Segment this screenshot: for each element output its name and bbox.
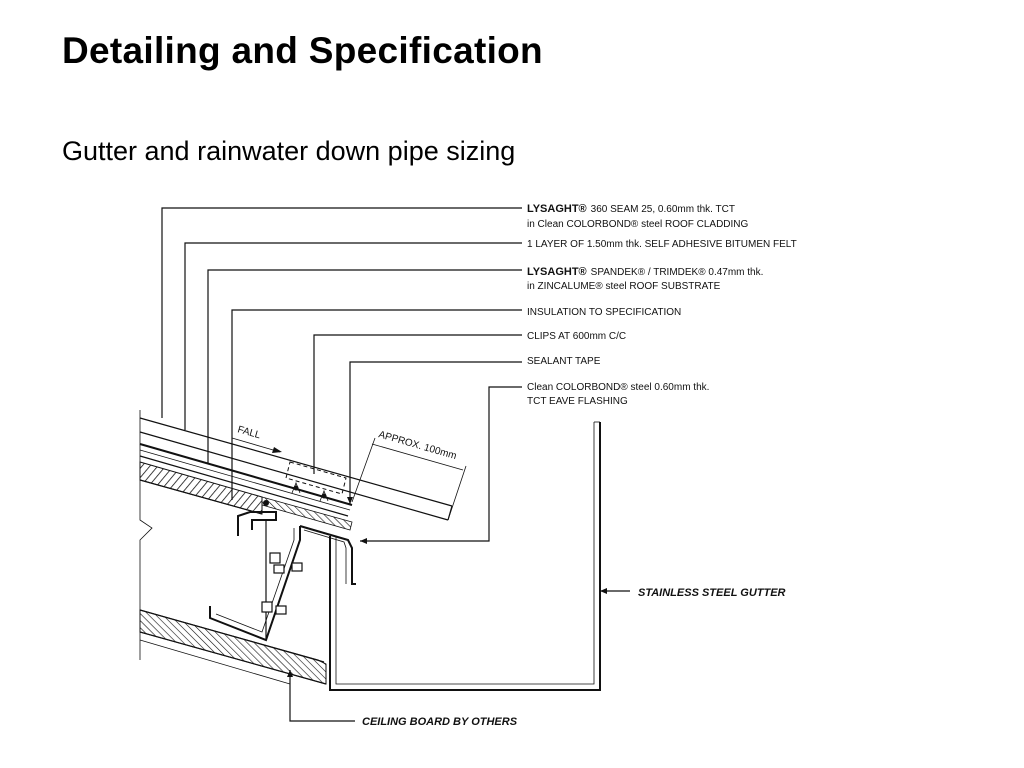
- ceiling-callout: CEILING BOARD BY OTHERS: [287, 670, 518, 728]
- callout-roof-substrate: LYSAGHT®SPANDEK® / TRIMDEK® 0.47mm thk. …: [527, 266, 763, 292]
- ceiling-label: CEILING BOARD BY OTHERS: [362, 716, 518, 728]
- slide-subtitle: Gutter and rainwater down pipe sizing: [62, 136, 516, 166]
- fall-label: FALL: [236, 424, 262, 441]
- callout-roof-cladding: LYSAGHT® 360 SEAM 25, 0.60mm thk. TCT in …: [527, 203, 749, 230]
- callout-text-3a: SPANDEK® / TRIMDEK® 0.47mm thk.: [591, 267, 764, 278]
- slide-title: Detailing and Specification: [62, 30, 543, 71]
- svg-text:LYSAGHT®SPANDEK® / TRIMDEK® 0.: LYSAGHT® SPANDEK® / TRIMDEK® 0.47mm thk.: [527, 266, 763, 278]
- callout-eave-flashing: Clean COLORBOND® steel 0.60mm thk. TCT E…: [527, 382, 709, 407]
- callout-brand-3: LYSAGHT®: [527, 266, 587, 278]
- roof-assembly: [139, 410, 453, 660]
- callout-text-7b: TCT EAVE FLASHING: [527, 396, 628, 407]
- svg-text:LYSAGHT®360 SEAM 25, 0.60mm th: LYSAGHT® 360 SEAM 25, 0.60mm thk. TCT: [527, 203, 735, 215]
- callout-clips: CLIPS AT 600mm C/C: [527, 331, 626, 342]
- callout-sealant-tape: SEALANT TAPE: [527, 356, 601, 367]
- bolt-icon: [261, 552, 303, 615]
- callout-text-3b: in ZINCALUME® steel ROOF SUBSTRATE: [527, 281, 721, 292]
- callout-text-7a: Clean COLORBOND® steel 0.60mm thk.: [527, 382, 709, 393]
- callout-bitumen-felt: 1 LAYER OF 1.50mm thk. SELF ADHESIVE BIT…: [527, 239, 797, 250]
- callout-insulation: INSULATION TO SPECIFICATION: [527, 307, 681, 318]
- gutter-callout: STAINLESS STEEL GUTTER: [600, 587, 786, 599]
- ceiling-board: [139, 609, 327, 685]
- callout-brand-1: LYSAGHT®: [527, 203, 587, 215]
- callout-text-1b: in Clean COLORBOND® steel ROOF CLADDING: [527, 219, 749, 230]
- approx-dimension: APPROX. 100mm: [351, 429, 467, 521]
- callout-text-1a: 360 SEAM 25, 0.60mm thk. TCT: [591, 204, 735, 215]
- leader-lines: [161, 207, 522, 544]
- stainless-steel-gutter: [329, 421, 601, 691]
- gutter-label: STAINLESS STEEL GUTTER: [638, 587, 786, 599]
- purlin-bracket: [209, 500, 303, 642]
- fall-arrow: FALL: [231, 424, 282, 453]
